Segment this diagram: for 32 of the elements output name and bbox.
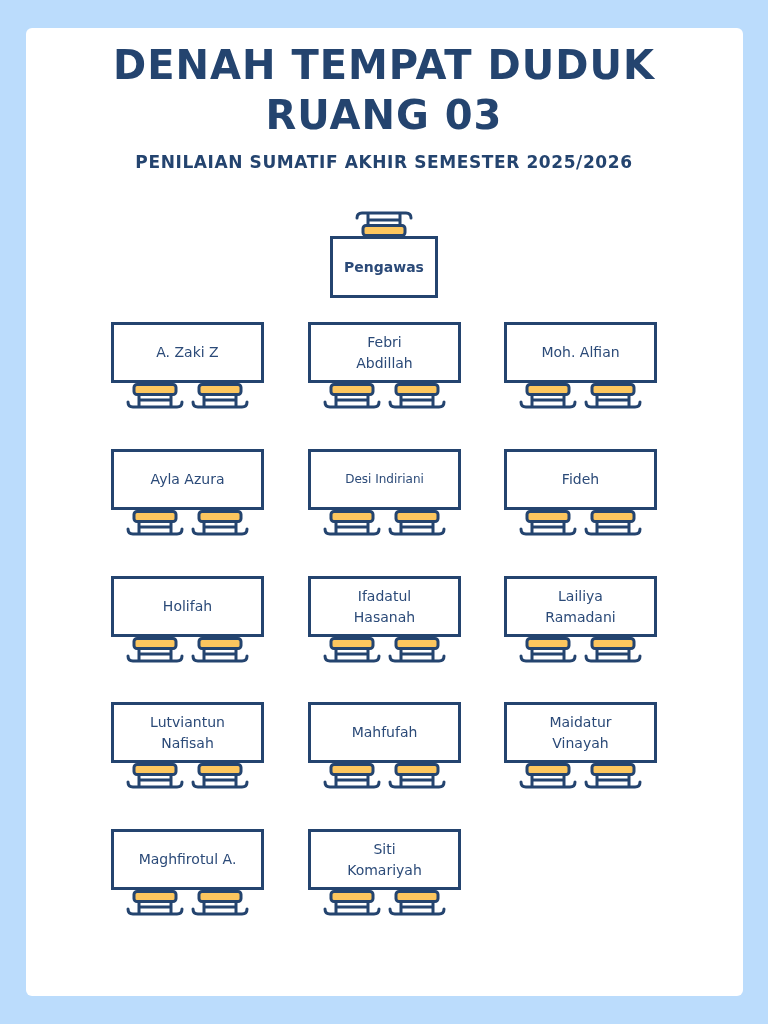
student-name: Desi Indiriani	[345, 471, 424, 488]
student-name: Febri Abdillah	[355, 332, 414, 373]
student-desk	[308, 322, 461, 383]
student-desk	[111, 322, 264, 383]
subtitle: PENILAIAN SUMATIF AKHIR SEMESTER 2025/2026	[134, 151, 634, 174]
student-name: Moh. Alfian	[541, 343, 620, 362]
student-name: Ayla Azura	[150, 470, 225, 489]
student-name: Ifadatul Hasanah	[352, 586, 417, 627]
student-name: Maidatur Vinayah	[548, 712, 613, 753]
student-name: Lutviantun Nafisah	[149, 712, 226, 753]
student-desk	[111, 702, 264, 763]
student-desk	[111, 829, 264, 890]
student-desk	[504, 702, 657, 763]
student-desk	[308, 702, 461, 763]
supervisor-desk	[330, 236, 438, 298]
student-name: Lailiya Ramadani	[544, 586, 617, 627]
student-name: Fideh	[561, 470, 600, 489]
student-name: Mahfufah	[351, 723, 418, 742]
student-name: Holifah	[162, 597, 213, 616]
student-name: A. Zaki Z	[156, 343, 219, 362]
student-desk	[111, 449, 264, 510]
role-label: Pengawas	[344, 257, 424, 277]
title: DENAH TEMPAT DUDUK RUANG 03	[112, 41, 656, 140]
student-desk	[504, 576, 657, 637]
student-desk	[308, 829, 461, 890]
student-desk	[308, 576, 461, 637]
student-desk	[504, 322, 657, 383]
student-name: Maghfirotul A.	[138, 850, 237, 869]
student-desk	[308, 449, 461, 510]
student-desk	[504, 449, 657, 510]
student-name: Siti Komariyah	[346, 839, 423, 880]
student-desk	[111, 576, 264, 637]
